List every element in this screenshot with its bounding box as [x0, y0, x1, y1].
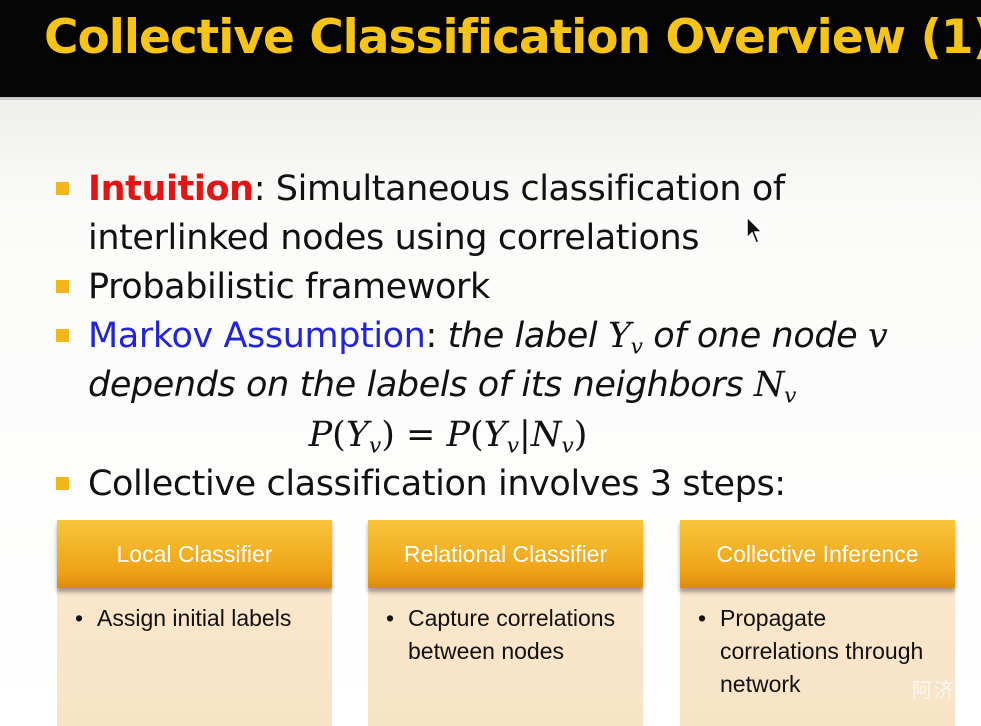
formula-rhs-bar: |	[519, 415, 531, 455]
bullet-square-icon	[56, 329, 69, 342]
step-body: • Assign initial labels	[73, 602, 328, 635]
step-text: Propagate correlations through network	[720, 605, 924, 697]
step-header: Relational Classifier	[368, 520, 643, 588]
step-box-collective-inference: Collective Inference • Propagate correla…	[680, 520, 955, 726]
markov-colon: :	[425, 316, 448, 356]
probabilistic-text: Probabilistic framework	[88, 267, 490, 307]
markov-text-a: the label	[447, 316, 608, 356]
bullet-dot-icon: •	[386, 605, 395, 631]
markov-N: N	[753, 365, 785, 405]
markov-v: v	[868, 316, 888, 356]
formula-lhs-open: (	[332, 415, 346, 455]
formula-rhs-N: N	[530, 415, 562, 455]
markov-Y: Y	[607, 316, 631, 356]
markov-text-c: depends on the labels of its neighbors	[88, 365, 754, 405]
formula-eq: =	[394, 415, 447, 455]
bullet-list: Intuition: Simultaneous classification o…	[52, 165, 972, 509]
formula-rhs-Y: Y	[483, 415, 507, 455]
collective-text: Collective classification involves 3 ste…	[88, 464, 786, 504]
step-box-relational-classifier: Relational Classifier • Capture correlat…	[368, 520, 643, 726]
markov-text-b: of one node	[642, 316, 869, 356]
bullet-markov: Markov Assumption: the label Yv of one n…	[52, 312, 972, 410]
formula-rhs-close: )	[573, 415, 588, 455]
step-text: Capture correlations between nodes	[408, 605, 616, 664]
formula-rhs-sub: v	[506, 433, 520, 459]
bullet-probabilistic: Probabilistic framework	[52, 263, 972, 312]
markov-N-sub: v	[784, 383, 796, 409]
formula-lhs-sub: v	[368, 433, 382, 459]
bullet-dot-icon: •	[75, 605, 84, 631]
formula-rhs-sub2: v	[561, 433, 574, 459]
step-header: Collective Inference	[680, 520, 955, 588]
formula: P(Yv) = P(Yv|Nv)	[52, 410, 808, 460]
formula-lhs-P: P	[308, 415, 333, 455]
bullet-intuition: Intuition: Simultaneous classification o…	[52, 165, 972, 263]
bullet-collective: Collective classification involves 3 ste…	[52, 460, 972, 509]
markov-Y-sub: v	[630, 334, 643, 360]
step-body: • Propagate correlations through network	[696, 602, 951, 701]
formula-lhs-close: )	[381, 415, 395, 455]
formula-rhs-open: (	[470, 415, 484, 455]
slide-title: Collective Classification Overview (1)	[44, 10, 981, 65]
markov-label: Markov Assumption	[88, 316, 426, 356]
formula-lhs-Y: Y	[345, 415, 369, 455]
step-box-local-classifier: Local Classifier • Assign initial labels	[57, 520, 332, 726]
bullet-square-icon	[56, 280, 69, 293]
formula-rhs-P: P	[446, 415, 470, 455]
step-header: Local Classifier	[57, 520, 332, 588]
intuition-text: : Simultaneous classification of interli…	[88, 169, 785, 258]
intuition-label: Intuition	[88, 169, 254, 209]
step-text: Assign initial labels	[97, 605, 292, 631]
mouse-pointer-icon	[746, 216, 764, 244]
title-bar: Collective Classification Overview (1)	[0, 0, 981, 100]
bullet-dot-icon: •	[698, 605, 707, 631]
bullet-square-icon	[56, 182, 69, 195]
watermark: 阿济奇	[912, 680, 978, 702]
bullet-square-icon	[56, 477, 69, 490]
step-body: • Capture correlations between nodes	[384, 602, 639, 668]
